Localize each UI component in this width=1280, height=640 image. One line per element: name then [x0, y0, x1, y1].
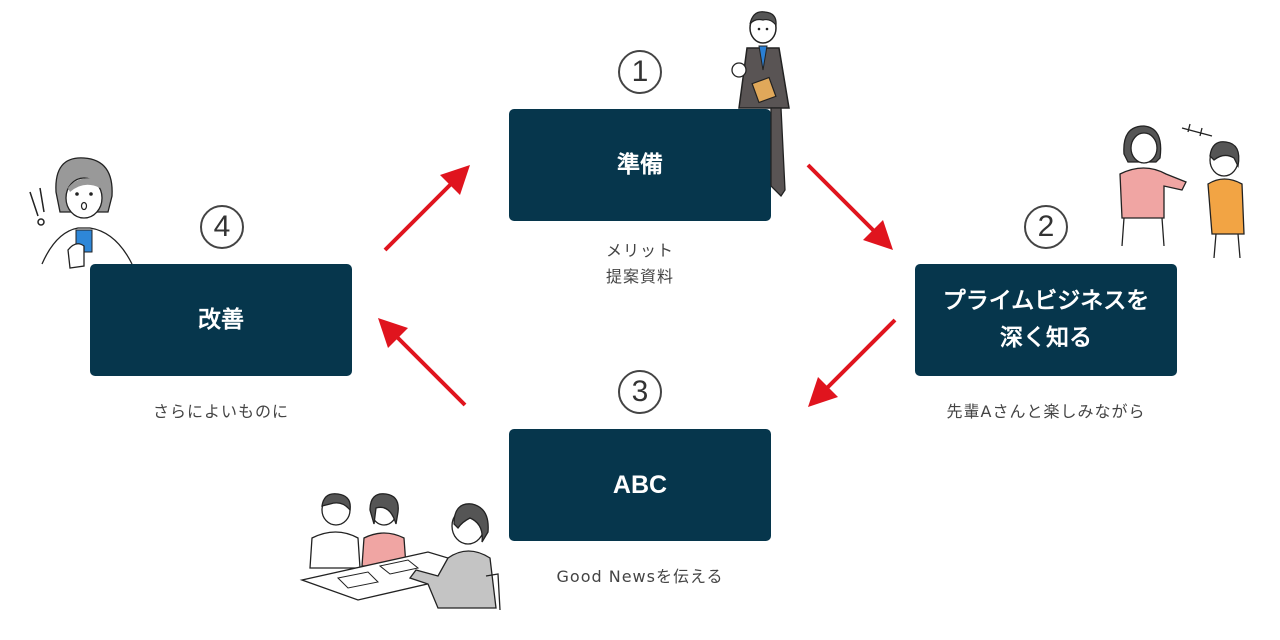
surprised-woman-illustration: [29, 157, 133, 269]
step-number-4: 4: [200, 205, 244, 249]
step-title-1: 準備: [617, 151, 663, 178]
step-box-know-business: プライムビジネスを 深く知る: [915, 264, 1177, 376]
step-caption-2: 先輩Aさんと楽しみながら: [946, 402, 1146, 421]
arrow-1-to-2: [806, 163, 893, 250]
two-women-chatting-illustration: [1119, 123, 1245, 259]
businessman-illustration: [731, 11, 790, 198]
step-box-improve: 改善: [90, 264, 352, 376]
step-caption-1-line-1: メリット: [605, 241, 674, 260]
step-caption-1-line-2: 提案資料: [605, 266, 674, 286]
meeting-at-table-illustration: [299, 493, 501, 611]
step-title-4: 改善: [198, 306, 244, 333]
step-title-2-line-1: プライムビジネスを: [942, 288, 1150, 315]
step-number-2: 2: [1024, 205, 1068, 249]
arrow-4-to-1: [383, 165, 470, 252]
step-caption-3: Good Newsを伝える: [556, 567, 724, 586]
step-box-abc: ABC: [509, 429, 771, 541]
step-number-1: 1: [618, 50, 662, 94]
step-title-3: ABC: [612, 471, 668, 499]
step-caption-1: メリット 提案資料: [540, 238, 740, 289]
step-number-3: 3: [618, 370, 662, 414]
step-caption-4: さらによいものに: [152, 402, 289, 421]
step-title-2-line-2: 深く知る: [999, 325, 1092, 351]
arrow-2-to-3: [808, 318, 897, 407]
step-box-prepare: 準備: [509, 109, 771, 221]
arrow-3-to-4: [378, 318, 467, 407]
